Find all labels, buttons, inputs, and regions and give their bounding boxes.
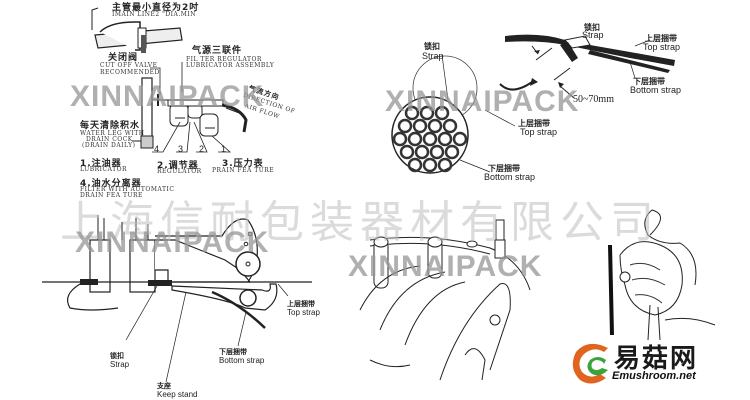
item4-label-en-2: DRAIN FEA TURE [80, 192, 143, 199]
logo-swirl-icon [572, 343, 608, 384]
main-line-label-cn: 主管最小直径为2吋 [112, 3, 200, 13]
number-1: 1 [221, 144, 227, 154]
top-strap-label-en: Top strap [520, 127, 558, 137]
main-line-label-en: IMAIN LINE2 "DIA.MIN [112, 11, 197, 18]
item4-label-en-1: FILTER WITH AUTOMATIC [80, 186, 175, 193]
water-leg-label-cn: 每天清除积水 [80, 121, 141, 131]
item4-label-cn: 4.油水分离器 [80, 179, 142, 189]
tool-seal-label-en: Strap [110, 360, 130, 369]
item1-label-en: LUBRICATOR [80, 166, 128, 173]
seal2-label-cn: 锁扣 [584, 23, 600, 32]
panel-hand-operation [350, 219, 540, 400]
item1-label-cn: 1.注油器 [80, 159, 122, 169]
cut-off-valve-label-en-2: RECOMMENDED [100, 69, 160, 76]
brand-watermark-1: XINNAIPACK [70, 80, 265, 113]
number-2: 2 [199, 144, 205, 154]
air-supply-drawing [91, 7, 248, 153]
company-watermark: 上海信耐包装器材有限公司 [60, 197, 660, 248]
panel-tool-applied [590, 209, 750, 345]
tool-side-drawing [42, 215, 312, 383]
tool-top-strap-label-en: Top strap [287, 308, 320, 317]
panel-tool-side: 上层捆带 Top strap 锁扣 Strap 下层捆带 Bottom stra… [0, 200, 340, 400]
logo-domain: Emushroom.net [610, 370, 698, 382]
logo-name: 易菇网 [614, 344, 699, 374]
top-strap2-label-cn: 上层捆带 [645, 34, 677, 43]
tool-seal-label-cn: 锁扣 [110, 352, 124, 360]
frl-label-en-2: LUBRICATOR ASSEMBLY [186, 62, 275, 69]
bottom-strap-label-cn: 下层捆带 [488, 164, 520, 173]
brand-watermark-3: XINNAIPACK [75, 226, 270, 259]
tool-stand-label-cn: 支座 [157, 382, 171, 390]
item3-label-en: PRAIN FEA TURE [212, 167, 275, 174]
item2-label-cn: 2.调节器 [157, 161, 199, 171]
top-strap-label-cn: 上层捆带 [518, 119, 550, 128]
seal-label-en: Strap [422, 51, 444, 61]
top-strap2-label-en: Top strap [643, 42, 681, 52]
bottom-strap-label-en: Bottom strap [484, 172, 536, 182]
number-3: 3 [178, 144, 184, 154]
panel-strap-bundle: 锁扣 Strap 上层捆带 Top strap 下层捆带 Bottom stra… [360, 0, 750, 200]
frl-label-cn: 气源三联件 [192, 46, 243, 56]
strap-bundle-drawing [391, 34, 675, 174]
frl-label-en-1: FIL TER REGULATOR [186, 56, 262, 63]
water-leg-label-en-3: (DRAIN DAILY) [82, 142, 136, 149]
water-leg-label-en-1: WATER LEG WITH [80, 130, 145, 137]
tool-top-strap-label-cn: 上层捆带 [287, 300, 315, 308]
brand-watermark-2: XINNAIPACK [385, 85, 580, 118]
cut-off-valve-label-cn: 关闭阀 [108, 53, 139, 63]
tool-stand-label-en: Keep stand [157, 390, 198, 399]
cut-off-valve-label-en-1: CUT OFF VALVE [100, 62, 158, 69]
tool-applied-drawing [608, 209, 716, 341]
item2-label-en: REGULATOR [157, 168, 202, 175]
emushroom-logo[interactable]: 易菇网 Emushroom.net [568, 338, 740, 386]
water-leg-label-en-2: DRAIN COCK [86, 136, 133, 143]
panel-air-supply: 主管最小直径为2吋 IMAIN LINE2 "DIA.MIN 关闭阀 CUT O… [0, 0, 330, 200]
bottom-strap2-label-en: Bottom strap [630, 85, 682, 95]
brand-watermark-4: XINNAIPACK [348, 250, 543, 283]
item3-label-cn: 3.压力表 [222, 159, 264, 169]
tool-bottom-strap-label-en: Bottom strap [219, 356, 265, 365]
dimension-label: 50~70mm [573, 94, 614, 105]
tool-bottom-strap-label-cn: 下层捆带 [219, 348, 247, 356]
seal2-label-en: Strap [582, 30, 604, 40]
number-4: 4 [154, 144, 160, 154]
hand-operation-drawing [359, 219, 531, 381]
bottom-strap2-label-cn: 下层捆带 [633, 77, 665, 86]
seal-label-cn: 锁扣 [424, 42, 440, 51]
